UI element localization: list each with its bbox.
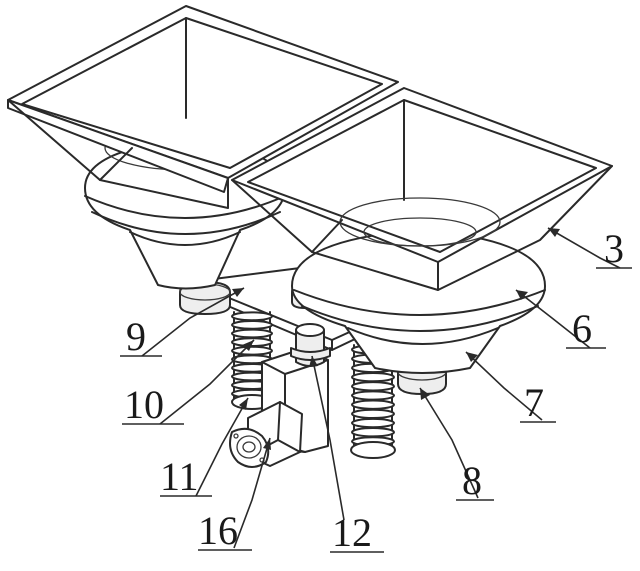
spring-left [231, 311, 273, 410]
spring-coil [231, 311, 273, 322]
right-hopper [231, 87, 613, 291]
spring-coil [351, 408, 395, 420]
spring-coil [351, 381, 395, 392]
spring-coil [231, 345, 273, 356]
spring-coil [231, 319, 273, 330]
spring-coil [351, 427, 395, 438]
motor [229, 401, 303, 468]
label-8: 8 [462, 458, 482, 503]
shaft [290, 323, 331, 367]
spring-coil [351, 399, 395, 410]
spring-coil [351, 371, 395, 383]
label-12: 12 [332, 510, 372, 555]
label-10: 10 [124, 382, 164, 427]
spring-coil [351, 390, 395, 401]
label-16: 16 [198, 508, 238, 553]
reference-numerals: 3 6 7 8 9 10 11 16 12 [124, 226, 624, 555]
spring-coil [231, 328, 273, 339]
label-7: 7 [524, 380, 544, 425]
label-11: 11 [160, 454, 199, 499]
leader-lines [120, 227, 632, 553]
left-hopper [7, 5, 399, 209]
label-9: 9 [126, 314, 146, 359]
label-6: 6 [572, 306, 592, 351]
label-3: 3 [604, 226, 624, 271]
spring-coil [351, 417, 395, 429]
